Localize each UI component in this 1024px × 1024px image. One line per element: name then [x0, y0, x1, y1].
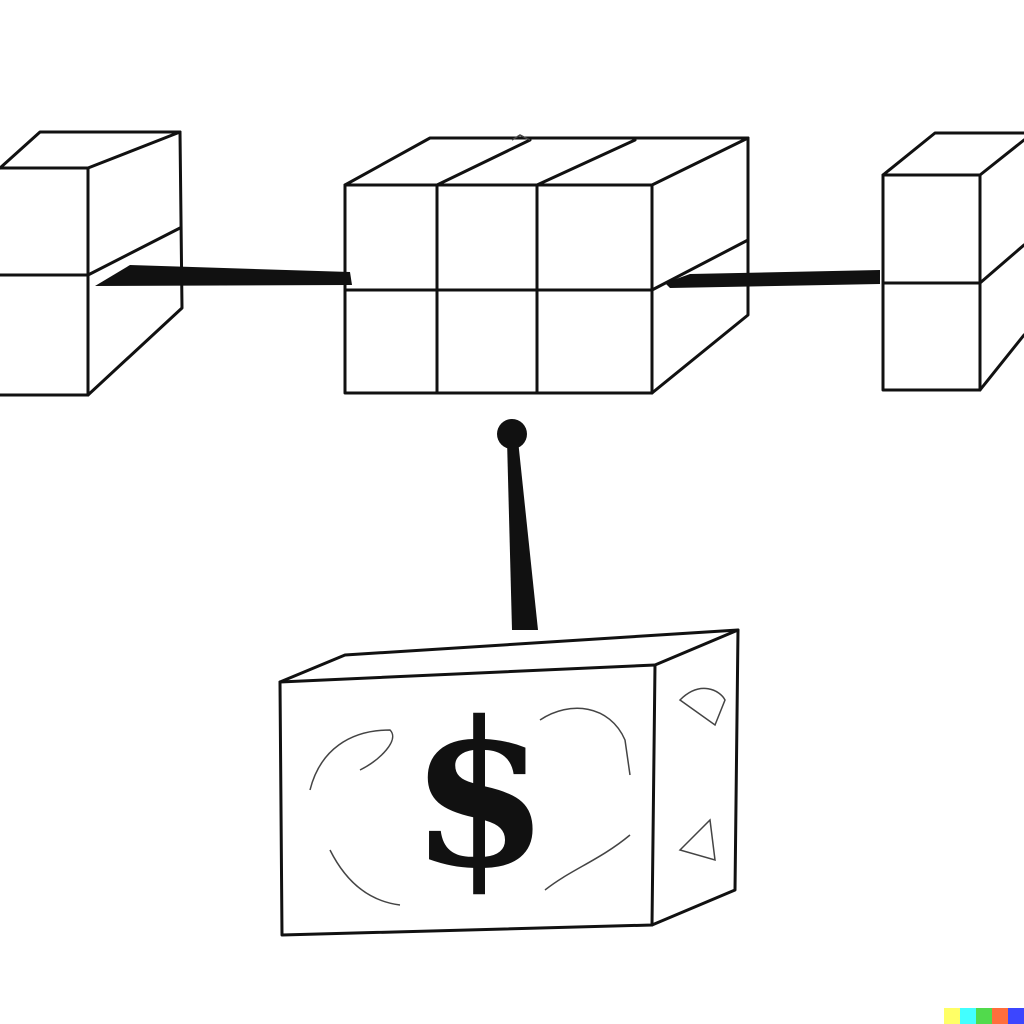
center-block-group	[343, 134, 750, 395]
money-box	[278, 628, 740, 937]
chain-link-right	[665, 270, 880, 288]
chain-link-left	[95, 265, 352, 286]
watermark-color-bar	[944, 1008, 1024, 1024]
dollar-sign: $	[410, 678, 549, 913]
left-block	[0, 130, 184, 397]
antenna	[497, 419, 538, 630]
right-block	[881, 131, 1024, 392]
